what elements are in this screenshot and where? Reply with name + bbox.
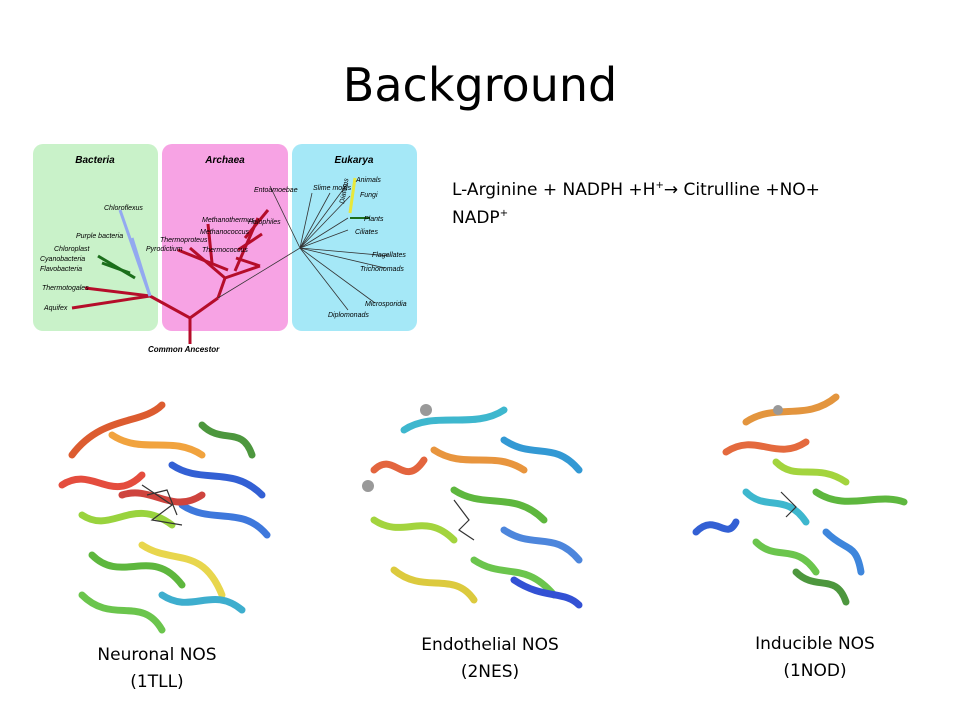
taxon-slime-molds: Slime molds <box>313 185 352 192</box>
inducible-nos-caption: Inducible NOS (1NOD) <box>730 631 900 685</box>
taxon-diatoms: Diatoms <box>339 177 350 204</box>
eukarya-branches <box>217 182 391 311</box>
common-ancestor-label: Common Ancestor <box>148 345 220 354</box>
taxon-aquifex: Aquifex <box>43 305 68 312</box>
eukarya-label: Eukarya <box>335 155 374 166</box>
taxon-chloroplast: Chloroplast <box>54 246 90 253</box>
taxon-cyanobacteria: Cyanobacteria <box>40 256 85 263</box>
taxon-chloroflexus: Chloroflexus <box>104 205 143 212</box>
tree-trunk <box>71 209 270 344</box>
inducible-nos-name: Inducible NOS <box>755 634 875 654</box>
eukarya-domain-box <box>292 144 417 331</box>
inducible-nos-code: (1NOD) <box>783 661 847 681</box>
yellow-branch <box>348 177 357 214</box>
bacteria-domain-box <box>33 144 158 331</box>
equation-reactants: L-Arginine + NADPH +H <box>452 180 656 200</box>
slide-title: Background <box>342 58 618 112</box>
taxon-thermotogales: Thermotogales <box>42 285 89 292</box>
taxon-thermoproteus: Thermoproteus <box>160 237 208 244</box>
neuronal-nos-structure-image <box>58 401 271 634</box>
equation-line-1: L-Arginine + NADPH +H+→ Citrulline +NO+ <box>452 176 912 204</box>
blue-branches <box>118 209 152 297</box>
nadp-charge: + <box>499 208 509 219</box>
green-branches <box>97 254 136 280</box>
taxon-diplomonads: Diplomonads <box>328 312 369 319</box>
taxon-entoamoebae: Entoamoebae <box>254 187 298 194</box>
endothelial-nos-name: Endothelial NOS <box>421 635 559 655</box>
endothelial-nos-caption: Endothelial NOS (2NES) <box>400 632 580 686</box>
taxon-halophiles: Halophiles <box>248 219 281 226</box>
taxon-ciliates: Ciliates <box>355 229 378 236</box>
taxon-trichonomads: Trichonomads <box>360 266 404 273</box>
taxon-methanothermus: Methanothermus <box>202 217 255 224</box>
taxon-plants: Plants <box>364 216 384 223</box>
neuronal-nos-caption: Neuronal NOS (1TLL) <box>72 642 242 696</box>
taxon-microsporidia: Microsporidia <box>365 301 407 308</box>
endothelial-nos-code: (2NES) <box>460 662 520 682</box>
taxon-pyrodictium: Pyrodictium <box>146 246 183 253</box>
archaea-label: Archaea <box>204 155 245 166</box>
equation-products: Citrulline +NO+ <box>678 180 820 200</box>
taxon-flavobacteria: Flavobacteria <box>40 266 82 273</box>
reaction-arrow-icon: → <box>663 180 679 200</box>
taxon-animals: Animals <box>355 177 381 184</box>
phylogenetic-tree: Bacteria Archaea Eukarya <box>33 144 417 354</box>
proton-charge: + <box>655 180 664 191</box>
neuronal-nos-name: Neuronal NOS <box>97 645 217 665</box>
taxon-fungi: Fungi <box>360 192 378 199</box>
reaction-equation: L-Arginine + NADPH +H+→ Citrulline +NO+ … <box>452 176 912 232</box>
bacteria-label: Bacteria <box>75 155 115 166</box>
taxon-thermococcus: Thermococcus <box>202 247 248 254</box>
taxon-flagellates: Flagellates <box>372 252 406 259</box>
archaea-domain-box <box>162 144 288 331</box>
taxon-methanococcus: Methanococcus <box>200 229 250 236</box>
inducible-nos-structure-image <box>692 393 908 606</box>
endothelial-nos-structure-image <box>362 404 583 609</box>
equation-line-2: NADP+ <box>452 204 912 232</box>
taxon-purple-bacteria: Purple bacteria <box>76 233 123 240</box>
neuronal-nos-code: (1TLL) <box>130 672 184 692</box>
equation-nadp: NADP <box>452 208 500 228</box>
